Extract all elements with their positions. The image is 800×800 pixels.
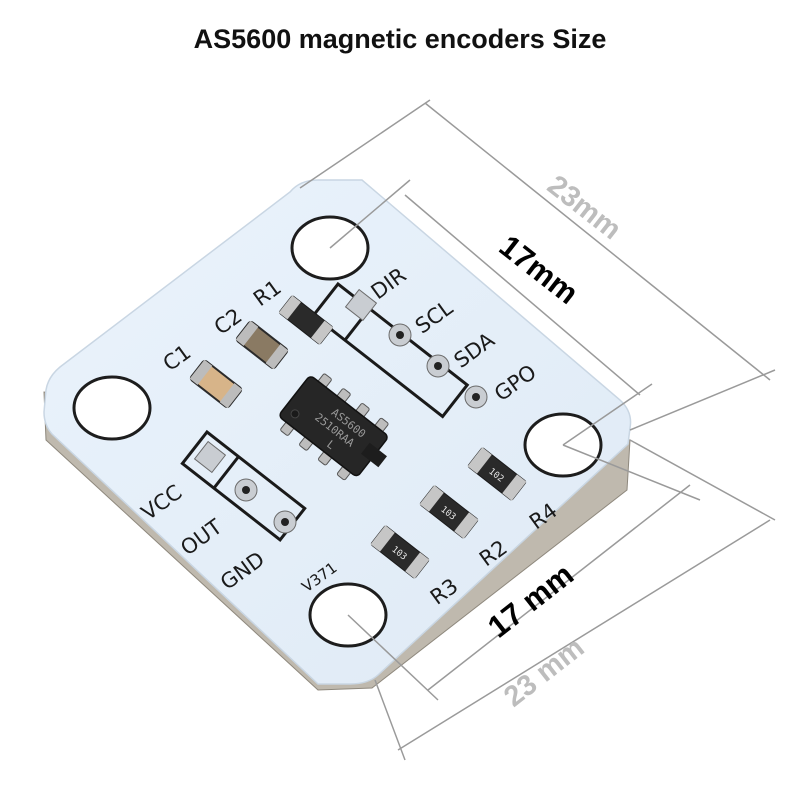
page-title: AS5600 magnetic encoders Size	[193, 24, 607, 54]
mounting-hole-left	[72, 375, 152, 441]
header-left-pads	[193, 440, 297, 534]
dim-outer-top: 23mm	[541, 169, 627, 246]
resistor-r4: 102	[467, 447, 527, 501]
dimension-lines	[299, 99, 776, 761]
capacitor-c1	[189, 359, 243, 409]
resistor-r1	[278, 295, 334, 345]
capacitor-c2	[235, 320, 289, 370]
dim-inner-top: 17mm	[493, 228, 585, 311]
dim-outer-bottom: 23 mm	[498, 632, 590, 714]
pad-vcc	[193, 440, 227, 474]
resistor-r2: 103	[419, 485, 479, 539]
exposed-pad	[361, 442, 387, 468]
header-right-pads	[344, 288, 488, 409]
resistor-r3: 103	[370, 525, 430, 579]
pad-dir	[344, 288, 378, 322]
as5600-chip: AS5600 2510RAA L	[279, 373, 389, 481]
